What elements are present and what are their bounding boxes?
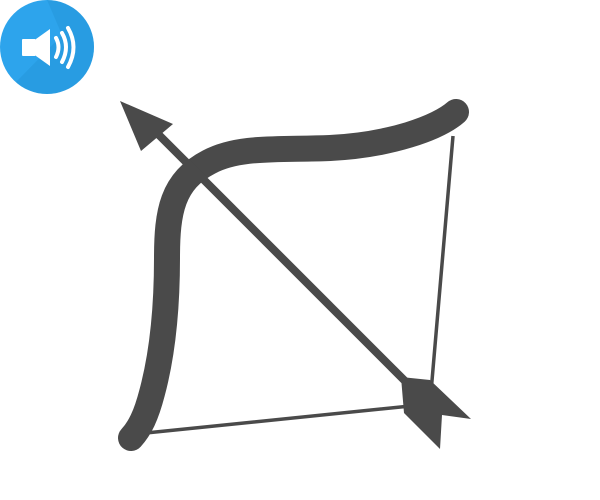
arrow-head (120, 101, 173, 151)
bow-limb (118, 99, 469, 451)
speaker-icon (0, 0, 94, 94)
arrow (120, 101, 471, 449)
audio-button-shadow (16, 0, 94, 94)
audio-button[interactable]: Play sound (0, 0, 96, 96)
arrow-fletching (401, 377, 471, 449)
